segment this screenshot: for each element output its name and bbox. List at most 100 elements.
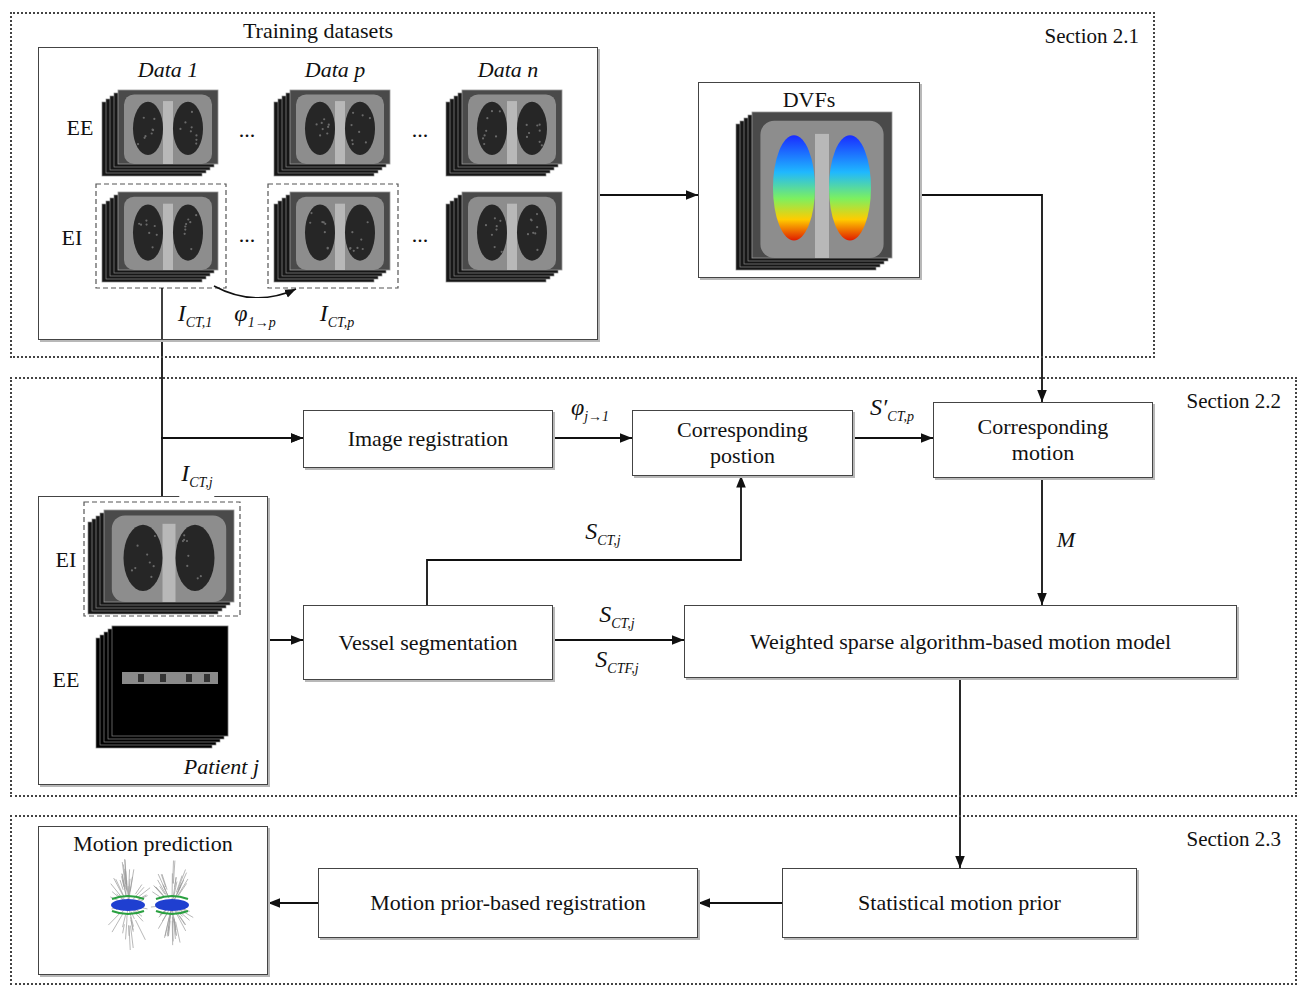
box-label: Motion prior-based registration — [370, 890, 646, 916]
vessel-tree — [137, 888, 150, 898]
annotation-label: ... — [410, 117, 431, 143]
process-box: Corresponding postion — [632, 410, 853, 476]
flow-arrow — [853, 437, 933, 439]
lung-shape — [305, 102, 335, 155]
vessel-dot — [316, 123, 318, 125]
vessel-tree — [177, 915, 186, 931]
vessel-dot — [351, 231, 353, 233]
vessel-dot — [187, 218, 189, 220]
process-box: Training datasets — [38, 47, 598, 340]
ct-body — [124, 94, 212, 164]
vessel-dot — [319, 134, 321, 136]
vessel-tree — [177, 879, 188, 897]
vessel-dot — [191, 126, 193, 128]
vessel-dot — [531, 219, 533, 221]
vessel-dot — [358, 131, 360, 133]
vessel-dot — [138, 223, 140, 225]
vessel-tree — [129, 926, 130, 950]
vessel-dot — [495, 228, 497, 230]
vessel-dot — [184, 228, 186, 230]
vessel-dot — [195, 142, 197, 144]
ct-mediastinum — [335, 101, 345, 164]
image-slab — [286, 93, 386, 167]
ct-mediastinum — [335, 204, 345, 270]
ct-slice — [118, 192, 218, 270]
image-wire — [161, 288, 163, 341]
edge-label: SCT,j — [597, 599, 636, 639]
annotation-label: ... — [237, 117, 258, 143]
vessel-dot — [528, 132, 530, 134]
vessel-dot — [539, 130, 541, 132]
annotation-label: ... — [237, 222, 258, 248]
vessel-tree — [156, 887, 163, 895]
vessel-tree — [179, 883, 187, 895]
edge-label: M — [1055, 527, 1077, 553]
vessel-dot — [195, 214, 197, 216]
vessel-dot — [499, 110, 501, 112]
edge-label: S′CT,p — [868, 392, 916, 432]
vessel-dot — [184, 121, 186, 123]
ct-slice — [752, 112, 892, 258]
vessel-dot — [501, 251, 503, 253]
ct-slice — [290, 192, 390, 270]
vessel-tree — [176, 922, 180, 943]
flow-arrow — [959, 678, 961, 868]
vessel-dot — [495, 135, 497, 137]
vessel-dot — [185, 223, 187, 225]
ct-body — [296, 197, 384, 270]
vessel-dot — [482, 137, 484, 139]
flow-arrow — [427, 476, 741, 606]
vessel-dot — [327, 126, 329, 128]
vessel-dot — [149, 561, 151, 563]
process-box: DVFs — [698, 82, 920, 278]
process-box: Motion prediction — [38, 826, 268, 975]
vessel-dot — [327, 247, 329, 249]
ct-body — [124, 197, 212, 270]
vessel-dot — [362, 248, 364, 250]
vessel-dot — [491, 234, 493, 236]
ct-body — [112, 516, 226, 602]
vessel-dot — [179, 128, 181, 130]
vessel-dot — [200, 575, 202, 577]
selection-frame — [84, 502, 240, 616]
process-box: Motion prior-based registration — [318, 868, 698, 938]
vessel-tree — [126, 871, 128, 894]
annotation-label: Data n — [476, 57, 541, 83]
motion-band — [155, 899, 189, 911]
vessel-dot — [327, 247, 329, 249]
annotation-label: EE — [65, 115, 96, 141]
vessel-tree — [112, 914, 123, 932]
vessel-dot — [484, 134, 486, 136]
ct-slice — [462, 90, 562, 164]
vessel-dot — [485, 224, 487, 226]
vessel-dot — [186, 540, 188, 542]
image-slab — [458, 195, 558, 273]
ee-band-detail — [160, 674, 166, 682]
ee-band-detail — [204, 674, 210, 682]
lung-shape — [124, 525, 163, 591]
vessel-dot — [349, 247, 351, 249]
vessel-dot — [183, 534, 185, 536]
vessel-dot — [156, 234, 158, 236]
process-box: Weighted sparse algorithm-based motion m… — [684, 605, 1237, 678]
ct-mediastinum — [163, 524, 176, 602]
annotation-label: ICT,p — [318, 298, 357, 338]
image-slab — [744, 118, 884, 264]
vessel-dot — [328, 124, 330, 126]
lung-shape — [773, 135, 815, 240]
vessel-dot — [151, 132, 153, 134]
image-slab — [748, 115, 888, 261]
vessel-dot — [183, 539, 185, 541]
ct-mediastinum — [507, 101, 517, 164]
ee-band-detail — [138, 674, 144, 682]
vessel-dot — [190, 130, 192, 132]
illustrations — [84, 90, 892, 950]
vessel-dot — [530, 218, 532, 220]
box-label: DVFs — [699, 87, 919, 113]
vessel-dot — [187, 555, 189, 557]
vessel-tree — [135, 885, 141, 895]
vessel-dot — [367, 221, 369, 223]
edge-label: φj→1 — [569, 392, 611, 432]
vessel-dot — [541, 144, 543, 146]
